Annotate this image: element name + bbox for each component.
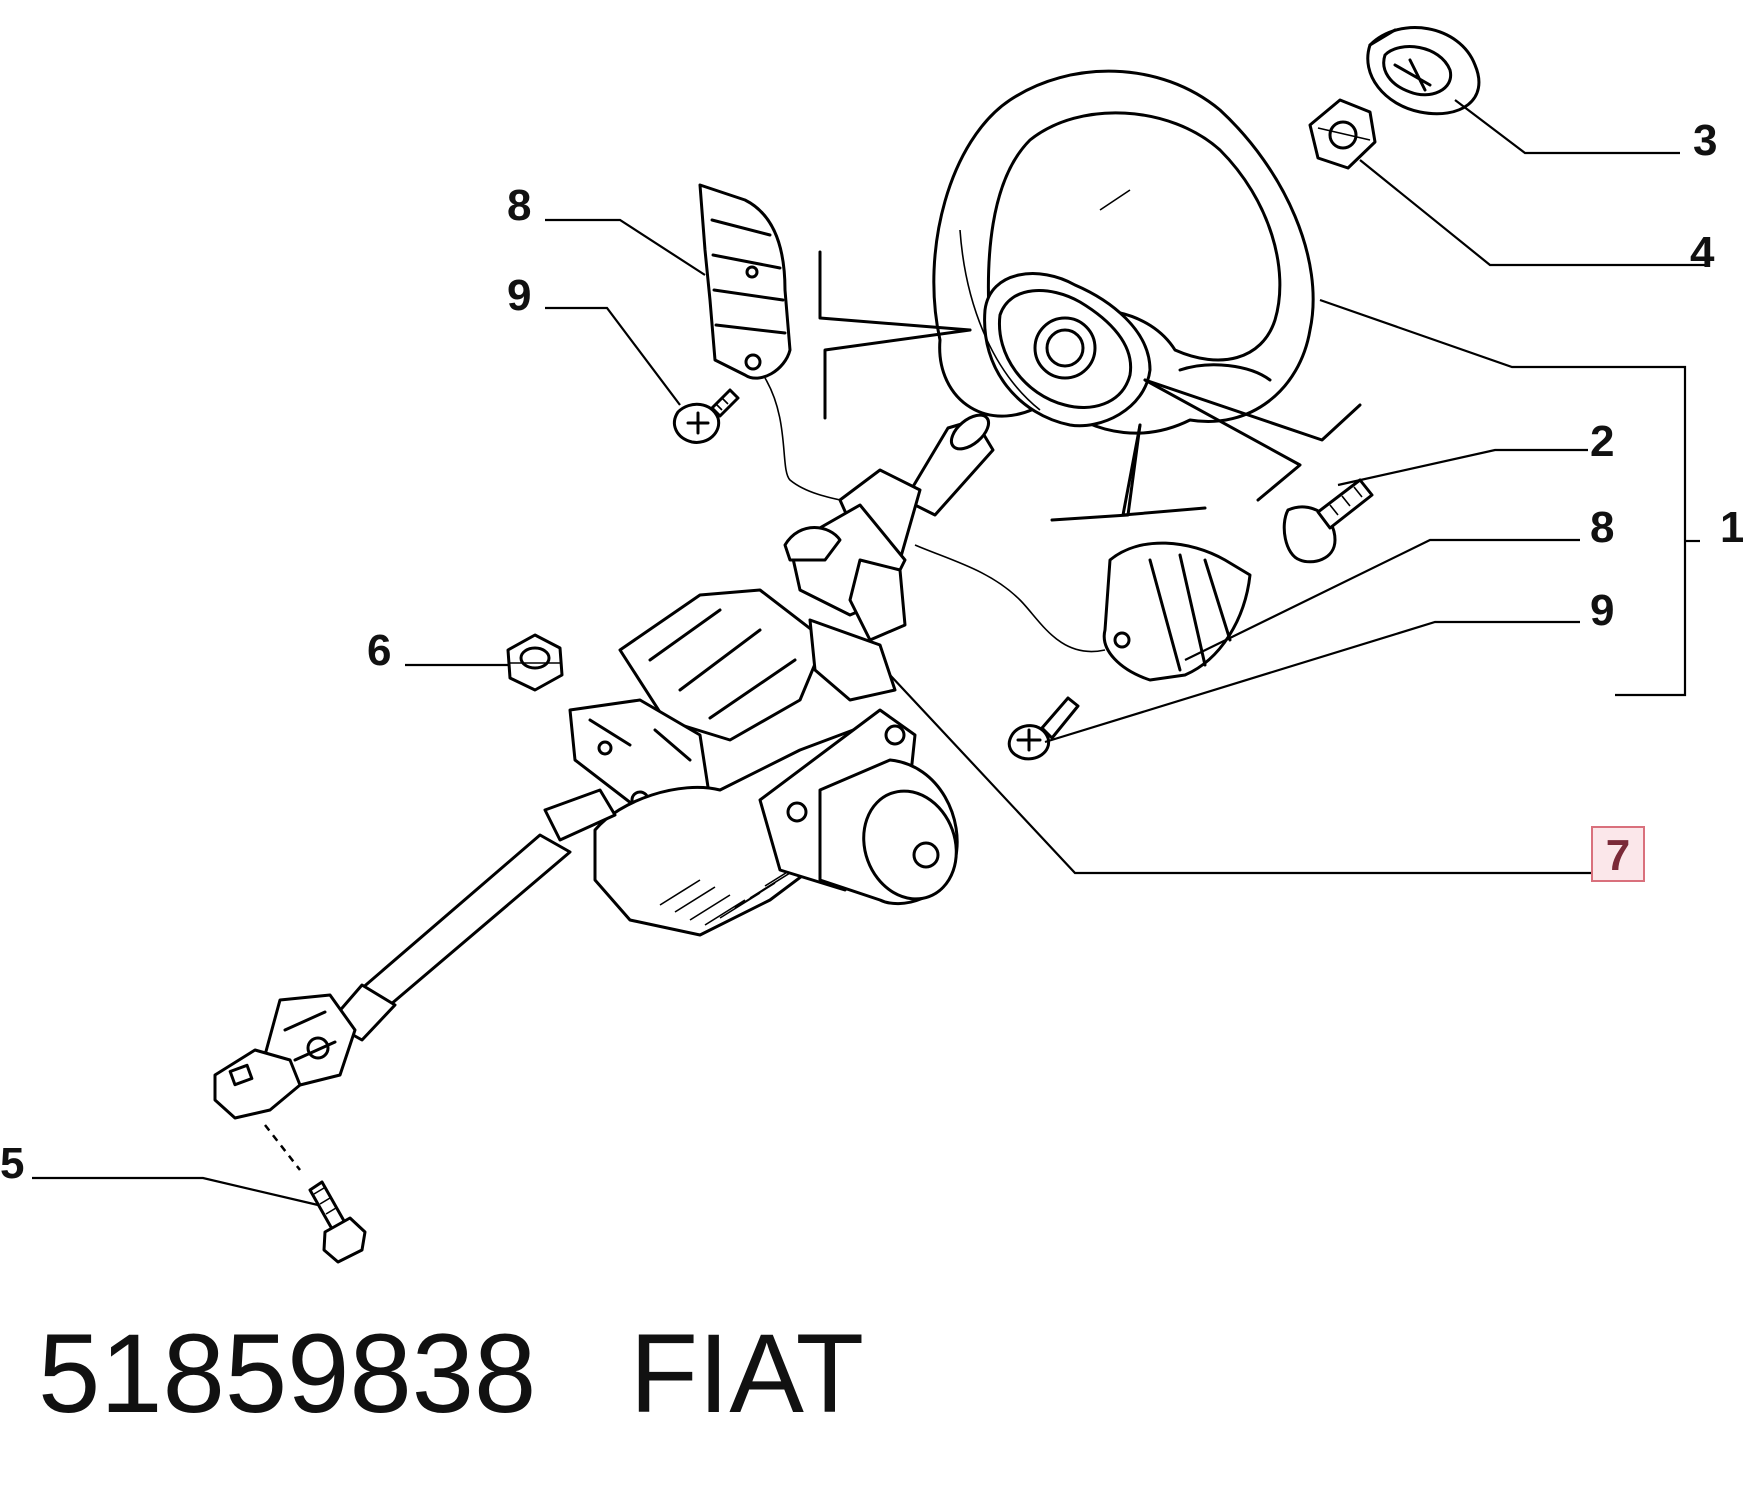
clamp-bracket-upper [698, 183, 901, 521]
callout-7: 7 [1606, 831, 1630, 880]
callout-6: 6 [367, 626, 391, 675]
screw-upper [673, 388, 740, 444]
brand-name: FIAT [629, 1311, 865, 1436]
callout-7-highlight: 7 [1591, 826, 1645, 882]
callout-8-top: 8 [507, 181, 531, 230]
hex-nut [506, 633, 564, 692]
caption-gap [536, 1311, 629, 1436]
caption: 51859838 FIAT [38, 1318, 864, 1430]
callout-5: 5 [0, 1139, 24, 1188]
steering-column-assembly [213, 413, 995, 1171]
callout-9-right: 9 [1590, 586, 1614, 635]
screw-right [1007, 696, 1080, 761]
bolt-lower [308, 1180, 367, 1264]
callout-3: 3 [1693, 116, 1717, 165]
callout-1: 1 [1720, 503, 1743, 552]
nut-part [1308, 98, 1377, 170]
steering-wheel [932, 69, 1315, 435]
callout-4: 4 [1690, 228, 1715, 277]
leader-lines [32, 99, 1708, 1207]
callout-8-right: 8 [1590, 503, 1614, 552]
bolt-part [1282, 478, 1374, 564]
cap-part [1366, 26, 1481, 116]
part-number: 51859838 [38, 1311, 537, 1436]
cut-lines [818, 250, 1362, 522]
callout-9-top: 9 [507, 271, 531, 320]
clamp-bracket-right [914, 541, 1252, 682]
callout-2: 2 [1590, 417, 1614, 466]
